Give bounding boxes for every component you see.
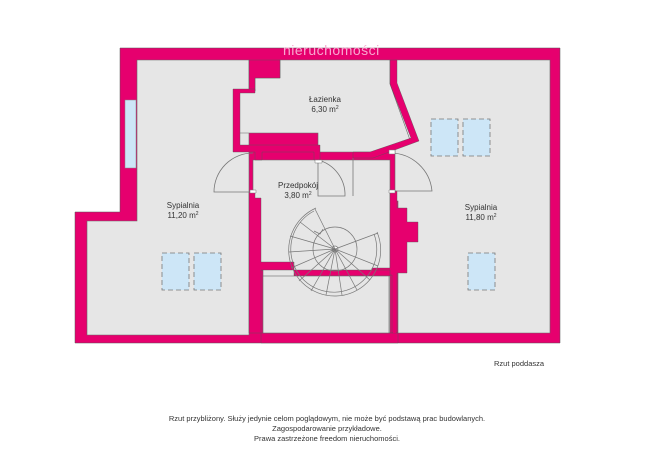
- floor-bedroom-right: [394, 59, 551, 334]
- disclaimer-line: Prawa zastrzeżone freedom nieruchomości.: [254, 434, 400, 443]
- skylight: [161, 252, 190, 291]
- door-left-bedroom: [213, 152, 254, 193]
- room-label-bedroom-left: Sypialnia 11,20 m2: [166, 201, 200, 220]
- disclaimer-line: Zagospodarowanie przykładowe.: [272, 424, 382, 433]
- skylight: [193, 252, 222, 291]
- skylights: [161, 118, 496, 291]
- spiral-staircase: [288, 207, 381, 297]
- plan-caption: Rzut poddasza: [494, 359, 545, 368]
- wall-window: [124, 99, 137, 169]
- room-area: 3,80 m: [284, 191, 309, 200]
- room-label-bathroom: Łazienka 6,30 m2: [308, 95, 342, 114]
- skylight: [430, 118, 459, 157]
- room-name: Sypialnia: [464, 203, 498, 212]
- disclaimer-line: Rzut przybliżony. Służy jedynie celom po…: [168, 414, 486, 423]
- door-right-bedroom: [390, 152, 433, 192]
- watermark: nieruchomości: [283, 42, 380, 58]
- floor-bedroom-left: [86, 59, 250, 336]
- room-area: 11,80 m: [465, 213, 494, 222]
- skylight: [462, 118, 491, 157]
- interior-walls: [232, 59, 420, 344]
- room-name: Łazienka: [308, 95, 342, 104]
- skylight: [467, 252, 496, 291]
- room-area: 6,30 m: [311, 105, 336, 114]
- disclaimer: Rzut przybliżony. Służy jedynie celom po…: [0, 414, 654, 444]
- room-label-hallway: Przedpokój 3,80 m2: [277, 181, 319, 200]
- room-label-bedroom-right: Sypialnia 11,80 m2: [464, 203, 498, 222]
- storage-rooms: [262, 275, 396, 334]
- room-name: Sypialnia: [166, 201, 200, 210]
- doors: [213, 149, 433, 197]
- room-name: Przedpokój: [277, 181, 319, 190]
- door-bathroom: [317, 159, 346, 197]
- room-area: 11,20 m: [167, 211, 196, 220]
